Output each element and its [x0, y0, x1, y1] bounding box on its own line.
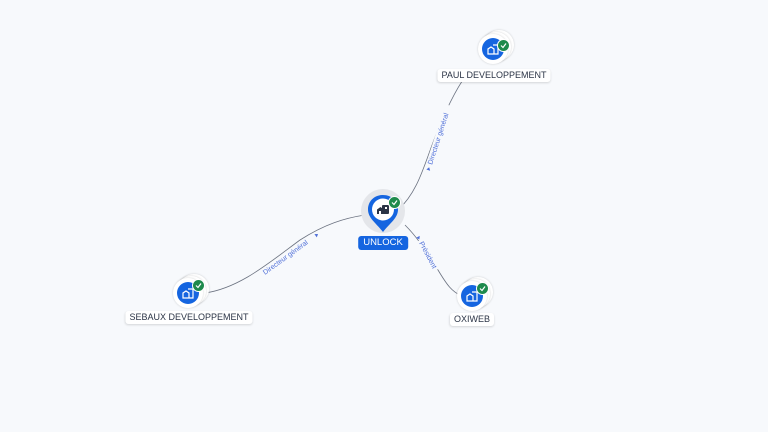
svg-text:Président: Président: [417, 241, 437, 270]
verified-check-icon: [476, 282, 489, 295]
svg-text:Directeur général: Directeur général: [427, 112, 450, 166]
verified-check-icon: [192, 279, 205, 292]
node-label: SEBAUX DEVELOPPEMENT: [125, 311, 253, 324]
edge-label-sebaux: Directeur général: [259, 233, 319, 278]
building-icon: [377, 205, 389, 214]
svg-text:Directeur général: Directeur général: [262, 239, 310, 276]
verified-check-icon: [388, 196, 401, 209]
edge-label-paul: Directeur général: [425, 104, 454, 171]
node-label: UNLOCK: [358, 236, 408, 250]
node-label: PAUL DEVELOPPEMENT: [437, 69, 551, 82]
verified-check-icon: [497, 39, 510, 52]
node-label: OXIWEB: [449, 313, 495, 326]
